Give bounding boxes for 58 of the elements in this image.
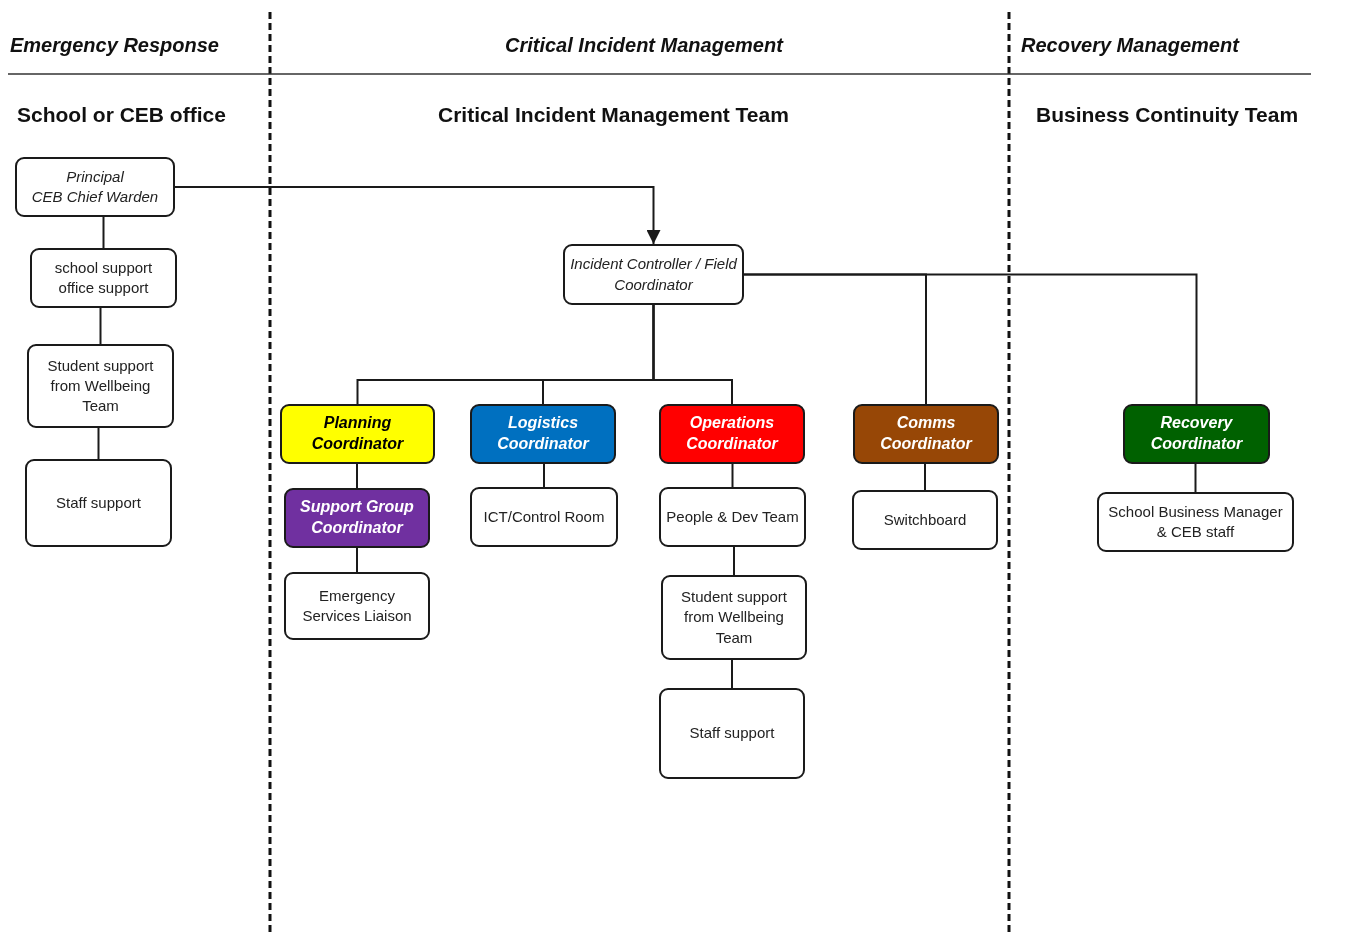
role-text: school support [54, 257, 153, 278]
connector-line [99, 307, 102, 345]
role-box [659, 487, 806, 547]
connector-line [543, 463, 545, 488]
role-text: Recovery Coordinator [1149, 413, 1244, 454]
connector-line [733, 546, 735, 576]
connector-line [652, 304, 733, 405]
coordinator-box [659, 404, 805, 464]
role-text: Planning Coordinator [310, 413, 405, 454]
connector-line [743, 273, 1198, 405]
role-box [852, 490, 998, 550]
team-heading: School or CEB office [17, 103, 226, 127]
coordinator-box [284, 488, 430, 548]
connector-line [356, 463, 358, 489]
connector-line [924, 463, 926, 491]
connector-line [731, 463, 734, 488]
connector-line [97, 427, 100, 460]
role-box [470, 487, 618, 547]
role-text: Student support from Wellbeing Team [680, 587, 788, 648]
role-text: Staff support [56, 492, 141, 513]
connector-line [1194, 463, 1197, 493]
coordinator-box [470, 404, 616, 464]
connector-line [102, 216, 105, 249]
role-box [1097, 492, 1294, 552]
role-text: Principal [66, 166, 124, 187]
role-box [30, 248, 177, 308]
role-text: Support Group Coordinator [299, 497, 415, 538]
role-text: Logistics Coordinator [496, 413, 591, 454]
role-text: Staff support [689, 723, 775, 744]
role-text: People & Dev Team [666, 506, 799, 527]
coordinator-box [853, 404, 999, 464]
role-box [15, 157, 175, 217]
role-text: Emergency Services Liaison [301, 585, 413, 626]
column-heading: Recovery Management [1021, 34, 1239, 57]
role-box [659, 688, 805, 779]
role-text: ICT/Control Room [483, 506, 605, 527]
column-heading: Emergency Response [10, 34, 219, 57]
role-box [661, 575, 807, 660]
role-text: Operations Coordinator [685, 413, 780, 454]
role-text: School Business Manager & CEB staff [1107, 501, 1284, 542]
role-text: Student support from Wellbeing Team [46, 355, 155, 417]
role-text: office support [58, 278, 149, 298]
coordinator-box [1123, 404, 1270, 464]
team-heading: Critical Incident Management Team [438, 103, 789, 127]
connector-line [731, 659, 733, 689]
team-heading: Business Continuity Team [1036, 103, 1299, 127]
arrow [174, 186, 661, 245]
role-text: Switchboard [883, 509, 967, 530]
role-box [563, 244, 744, 305]
column-heading: Critical Incident Management [505, 34, 783, 57]
role-text: Incident Controller / Field Coordinator [569, 254, 738, 295]
role-box [27, 344, 174, 428]
connector-line [356, 547, 358, 573]
role-box [25, 459, 172, 547]
role-text: CEB Chief Warden [31, 187, 159, 207]
role-text: Comms Coordinator [879, 413, 974, 454]
role-box [284, 572, 430, 640]
coordinator-box [280, 404, 435, 464]
